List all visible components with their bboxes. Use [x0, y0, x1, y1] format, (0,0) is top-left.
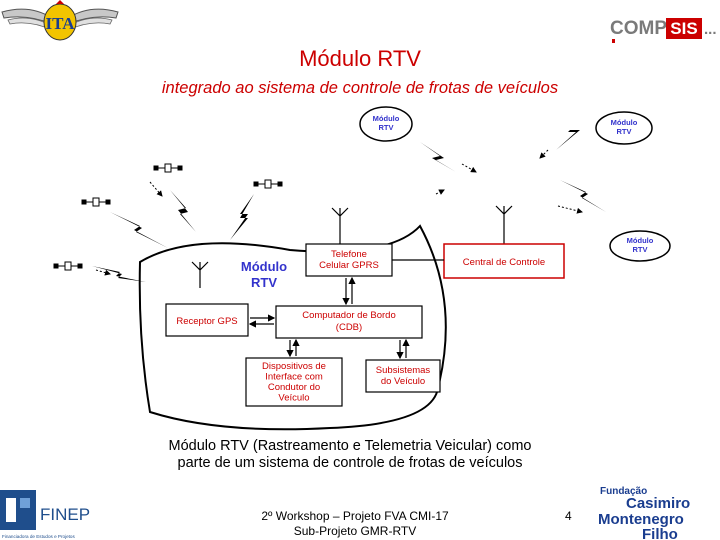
text-line: Condutor do: [268, 382, 320, 393]
footer-line-2: Sub-Projeto GMR-RTV: [293, 524, 417, 538]
compsis-logo: COMP SIS ...: [606, 10, 718, 46]
text-line: Subsistemas: [376, 365, 431, 376]
finep-logo-text: FINEP: [40, 505, 90, 524]
finep-logo: FINEP Financiadora de Estudos e Projetos: [0, 490, 90, 539]
box-computador-bordo: Computador de Bordo(CDB): [275, 305, 423, 339]
text-line: RTV: [633, 245, 648, 254]
fundacao-logo-line3: Montenegro: [598, 511, 684, 528]
fundacao-logo-line4: Filho: [642, 526, 678, 540]
box-receptor-label: Receptor GPS: [176, 316, 237, 327]
text-line: Veículo: [278, 393, 309, 404]
fundacao-logo-line1: Fundação: [600, 486, 647, 497]
text-line: RTV: [251, 275, 277, 290]
page-subtitle: integrado ao sistema de controle de frot…: [161, 79, 559, 97]
ita-logo: ITA: [1, 0, 119, 41]
footer-line-1: 2º Workshop – Projeto FVA CMI-17: [261, 509, 449, 523]
signal-bolts: [92, 110, 606, 282]
compsis-logo-part3: ...: [704, 21, 717, 38]
compsis-logo-part1: COMP: [610, 18, 667, 39]
caption-line-1: Módulo RTV (Rastreamento e Telemetria Ve…: [168, 438, 532, 454]
antenna-icon: [191, 205, 513, 288]
page-title: Módulo RTV: [299, 46, 421, 71]
text-line: Dispositivos de: [262, 361, 326, 372]
text-line: Módulo: [627, 236, 654, 245]
text-line: Módulo: [611, 118, 638, 127]
ita-logo-text: ITA: [46, 14, 76, 33]
text-line: Módulo: [373, 114, 400, 123]
diagram-caption: Módulo RTV (Rastreamento e Telemetria Ve…: [130, 438, 570, 472]
text-line: Módulo: [241, 259, 287, 274]
box-computador-label: Computador de Bordo(CDB): [302, 310, 395, 333]
fundacao-logo: Fundação Casimiro Montenegro Filho: [598, 486, 690, 540]
text-line: (CDB): [336, 322, 362, 333]
box-central-controle: Central de Controle: [443, 243, 565, 279]
text-line: do Veículo: [381, 376, 425, 387]
compsis-logo-part2: SIS: [670, 19, 697, 38]
text-line: Central de Controle: [463, 257, 545, 268]
box-receptor-gps: Receptor GPS: [165, 303, 249, 337]
text-line: Computador de Bordo: [302, 310, 395, 321]
caption-line-2: parte de um sistema de controle de frota…: [177, 455, 523, 471]
text-line: RTV: [379, 123, 394, 132]
text-line: Interface com: [265, 372, 323, 383]
satellite-icon: [53, 163, 283, 271]
page-number: 4: [565, 509, 572, 523]
fundacao-logo-line2: Casimiro: [626, 495, 690, 512]
text-line: Telefone: [331, 249, 367, 260]
finep-logo-tagline: Financiadora de Estudos e Projetos: [2, 534, 75, 539]
text-line: Celular GPRS: [319, 260, 379, 271]
footer: 2º Workshop – Projeto FVA CMI-17 Sub-Pro…: [200, 509, 510, 539]
box-central-label: Central de Controle: [463, 257, 545, 268]
text-line: Receptor GPS: [176, 316, 237, 327]
text-line: RTV: [617, 127, 632, 136]
